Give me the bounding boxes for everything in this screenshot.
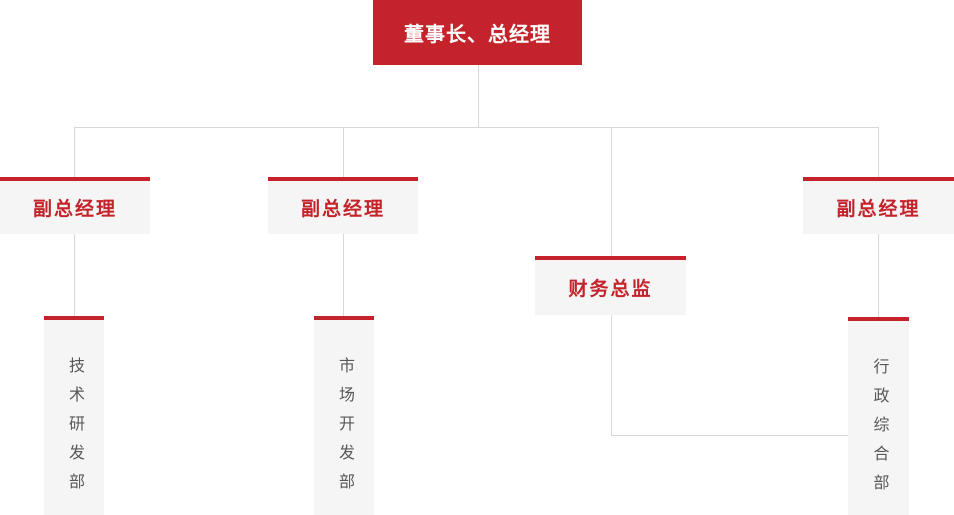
node-finance-director: 财务总监 <box>535 256 686 315</box>
node-vice-general-manager-left-label: 副总经理 <box>32 199 117 220</box>
connector-vice-gm-middle-to-market-dept <box>343 233 344 316</box>
node-market-dev-department: 市场开发部 <box>314 316 374 515</box>
connector-main-horizontal <box>74 127 879 128</box>
connector-cfo-to-admin-dept <box>611 435 848 436</box>
connector-drop-vice-gm-right <box>878 127 879 177</box>
node-vice-general-manager-right-label: 副总经理 <box>836 199 921 220</box>
connector-drop-cfo <box>611 127 612 256</box>
node-vice-general-manager-right: 副总经理 <box>803 177 954 234</box>
node-chairman-general-manager-label: 董事长、总经理 <box>404 24 551 46</box>
node-admin-general-department: 行政综合部 <box>848 317 909 515</box>
connector-vice-gm-right-to-admin-dept <box>878 233 879 317</box>
connector-root-drop <box>478 65 479 127</box>
connector-drop-vice-gm-left <box>74 127 75 177</box>
node-finance-director-label: 财务总监 <box>568 279 653 300</box>
node-admin-general-department-label: 行政综合部 <box>870 358 888 503</box>
node-tech-rd-department: 技术研发部 <box>44 316 104 515</box>
connector-vice-gm-left-to-tech-dept <box>74 233 75 316</box>
node-vice-general-manager-left: 副总经理 <box>0 177 150 234</box>
node-chairman-general-manager: 董事长、总经理 <box>373 0 582 65</box>
node-tech-rd-department-label: 技术研发部 <box>66 357 83 502</box>
node-market-dev-department-label: 市场开发部 <box>336 357 353 502</box>
node-vice-general-manager-middle-label: 副总经理 <box>300 199 385 220</box>
connector-drop-vice-gm-middle <box>343 127 344 177</box>
node-vice-general-manager-middle: 副总经理 <box>268 177 418 234</box>
connector-cfo-down <box>611 314 612 435</box>
